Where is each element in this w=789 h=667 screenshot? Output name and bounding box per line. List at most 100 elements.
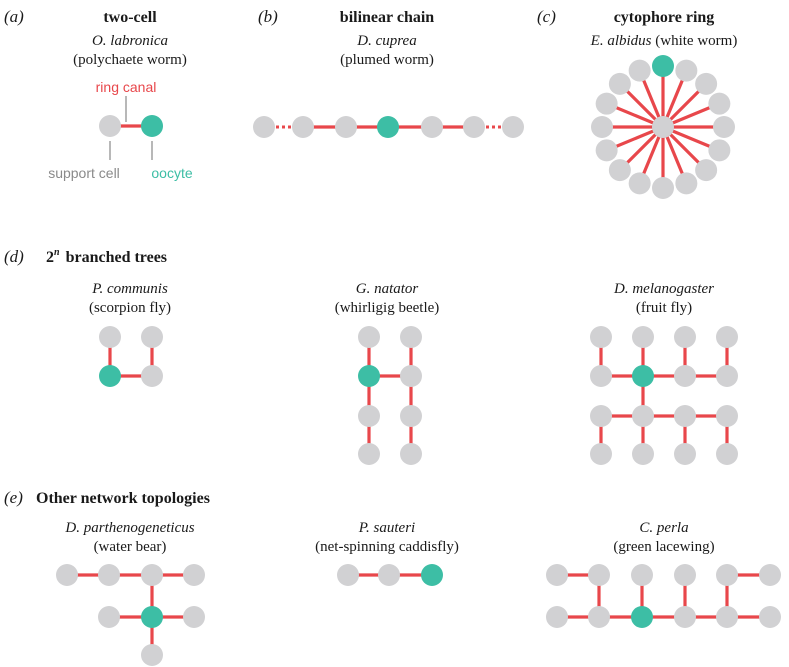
support-cell — [546, 606, 568, 628]
support-cell — [759, 606, 781, 628]
support-cell — [716, 326, 738, 348]
common-name-e2: (net-spinning caddisfly) — [315, 539, 459, 555]
support-cell — [253, 116, 275, 138]
panel-title-d: 2n branched trees — [46, 247, 167, 266]
panel-title-d-exponent: n — [54, 247, 60, 258]
support-cell — [400, 405, 422, 427]
support-cell — [183, 564, 205, 586]
support-cell — [463, 116, 485, 138]
oocyte-cell — [141, 115, 163, 137]
common-name-a: (polychaete worm) — [73, 52, 187, 68]
support-cell — [141, 365, 163, 387]
common-name-d1: (scorpion fly) — [89, 300, 171, 316]
support-cell — [708, 139, 731, 162]
oocyte-cell — [631, 606, 653, 628]
support-cell — [595, 92, 618, 115]
common-name-c: (white worm) — [652, 33, 738, 49]
support-cell — [335, 116, 357, 138]
support-cell — [674, 405, 696, 427]
support-cell — [98, 606, 120, 628]
support-cell — [400, 443, 422, 465]
support-cell-label: support cell — [48, 165, 120, 181]
ring-canal-label: ring canal — [96, 79, 157, 95]
support-cell — [590, 326, 612, 348]
species-name-e2: P. sauteri — [358, 520, 415, 536]
support-cell — [675, 172, 698, 195]
network-scorpion-fly — [99, 326, 163, 387]
support-cell — [358, 405, 380, 427]
panel-title-d-base: 2 — [46, 249, 54, 266]
support-cell — [716, 564, 738, 586]
support-cell — [716, 405, 738, 427]
support-cell — [713, 116, 735, 138]
panel-label-d: (d) — [4, 247, 24, 266]
support-cell — [292, 116, 314, 138]
oocyte-cell — [652, 55, 674, 77]
panel-title-a: two-cell — [103, 9, 157, 26]
support-cell — [631, 564, 653, 586]
panel-label-e: (e) — [4, 488, 23, 507]
support-cell — [590, 405, 612, 427]
support-cell — [652, 177, 674, 199]
support-cell — [595, 139, 618, 162]
support-cell — [632, 405, 654, 427]
support-cell — [674, 564, 696, 586]
support-cell — [628, 172, 651, 195]
common-name-e3: (green lacewing) — [613, 539, 714, 555]
ring-canal-group — [67, 573, 194, 655]
oocyte-cell — [377, 116, 399, 138]
support-cell — [358, 443, 380, 465]
network-net-spinning-caddisfly — [337, 564, 443, 586]
support-cell — [608, 72, 631, 95]
cell-group — [358, 326, 422, 465]
species-name-c: E. albidus — [590, 33, 652, 49]
support-cell — [502, 116, 524, 138]
oocyte-cell — [141, 606, 163, 628]
support-cell — [632, 443, 654, 465]
support-cell — [378, 564, 400, 586]
support-cell — [716, 365, 738, 387]
support-cell — [400, 326, 422, 348]
support-cell — [141, 326, 163, 348]
network-water-bear — [56, 564, 205, 666]
cell-group — [546, 564, 781, 628]
support-cell — [98, 564, 120, 586]
support-cell — [708, 92, 731, 115]
common-name-b: (plumed worm) — [340, 52, 434, 68]
support-cell — [421, 116, 443, 138]
species-name-a: O. labronica — [92, 33, 168, 49]
support-cell — [632, 326, 654, 348]
support-cell — [99, 326, 121, 348]
species-name-e3: C. perla — [639, 520, 688, 536]
support-cell — [588, 606, 610, 628]
species-name-b: D. cuprea — [356, 33, 416, 49]
support-cell — [591, 116, 613, 138]
support-cell — [674, 606, 696, 628]
network-whirligig-beetle — [358, 326, 422, 465]
support-cell — [141, 644, 163, 666]
cell-group — [337, 564, 443, 586]
oocyte-cell — [99, 365, 121, 387]
support-cell — [608, 159, 631, 182]
panel-title-d-text: branched trees — [66, 249, 167, 266]
support-cell — [674, 326, 696, 348]
oocyte-cell — [421, 564, 443, 586]
network-fruit-fly — [590, 326, 738, 465]
ring-canal-group — [367, 337, 413, 454]
support-cell — [674, 443, 696, 465]
support-cell — [590, 443, 612, 465]
support-cell — [337, 564, 359, 586]
support-cell — [358, 326, 380, 348]
panel-e: (e) Other network topologies D. partheno… — [4, 488, 781, 666]
ring-canal-group — [557, 573, 770, 619]
panel-label-b: (b) — [258, 7, 278, 26]
support-cell — [695, 159, 718, 182]
oocyte-cell — [632, 365, 654, 387]
ring-canal-group — [599, 337, 729, 454]
support-cell — [56, 564, 78, 586]
cell-group — [99, 115, 163, 137]
network-green-lacewing — [546, 564, 781, 628]
network-two-cell — [99, 115, 163, 137]
support-cell — [400, 365, 422, 387]
